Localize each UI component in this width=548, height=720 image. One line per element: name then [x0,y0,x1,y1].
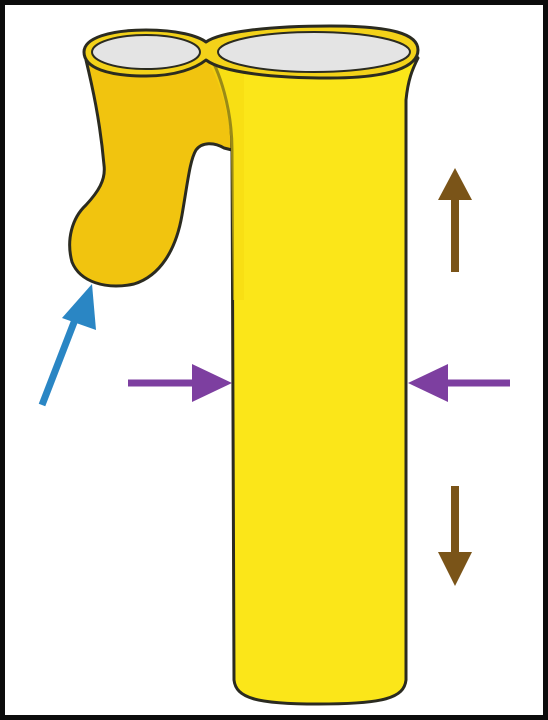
arrow-down-icon [438,486,472,586]
side-tube [70,55,232,286]
arrow-up-right-icon [42,284,96,405]
arrow-up-icon [438,168,472,272]
large-opening [218,32,410,72]
arrow-right-icon [128,364,232,402]
small-opening [92,35,200,69]
arrow-left-icon [408,364,510,402]
